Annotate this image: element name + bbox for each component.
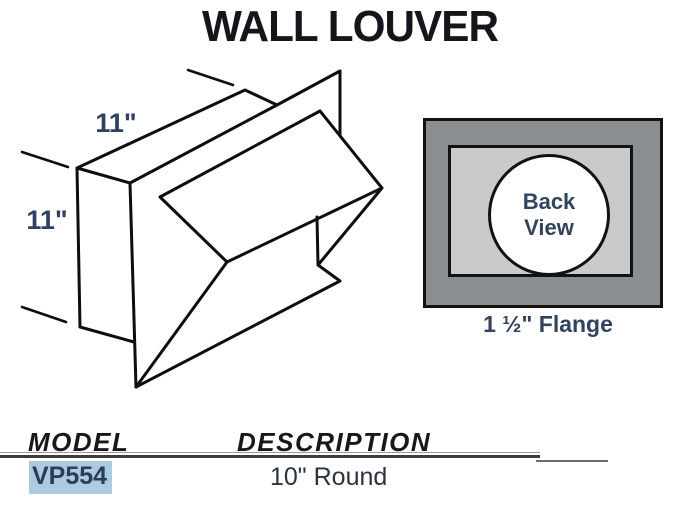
- description-value: 10" Round: [270, 463, 388, 491]
- height-dimension-label: 11": [26, 205, 67, 235]
- dimension-ticks: [20, 68, 235, 324]
- back-view-outer-frame: Back View: [423, 118, 663, 308]
- flange-size-caption: 1 ½" Flange: [483, 311, 613, 337]
- header-rule-thick: [0, 455, 540, 458]
- flange-outline: [75, 88, 279, 389]
- description-column-header: DESCRIPTION: [237, 427, 432, 457]
- model-value-highlighted: VP554: [29, 461, 113, 494]
- back-view-circle: Back View: [488, 154, 610, 276]
- width-dimension-label: 11": [95, 108, 136, 138]
- back-view-label-line1: Back: [522, 188, 576, 214]
- back-view-label-line2: View: [524, 215, 574, 240]
- header-rule-thin: [0, 452, 540, 453]
- model-column-header: MODEL: [28, 427, 130, 457]
- hood-outline: [134, 69, 384, 389]
- louver-isometric-drawing: 11" 11": [20, 68, 384, 389]
- page-title: WALL LOUVER: [201, 2, 499, 51]
- header-rule-right-segment: [536, 460, 608, 462]
